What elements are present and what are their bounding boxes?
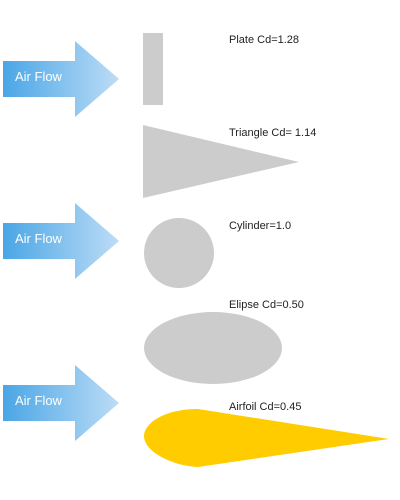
air-flow-arrow-3: Air Flow [3,365,119,441]
air-flow-arrow-2: Air Flow [3,203,119,279]
arrow-right-icon [3,41,119,117]
air-flow-label: Air Flow [15,393,62,408]
arrow-right-icon [3,365,119,441]
airfoil-shape [144,409,389,467]
triangle-shape [143,125,299,198]
plate-shape [143,33,163,105]
ellipse-label: Elipse Cd=0.50 [229,299,304,311]
cylinder-label: Cylinder=1.0 [229,220,292,232]
triangle-label: Triangle Cd= 1.14 [229,127,317,139]
air-flow-label: Air Flow [15,69,62,84]
air-flow-label: Air Flow [15,231,62,246]
cylinder-shape [144,218,214,288]
ellipse-shape [144,312,282,384]
plate-label: Plate Cd=1.28 [229,34,300,46]
arrow-right-icon [3,203,119,279]
airfoil-label: Airfoil Cd=0.45 [229,401,302,413]
air-flow-arrow-1: Air Flow [3,41,119,117]
